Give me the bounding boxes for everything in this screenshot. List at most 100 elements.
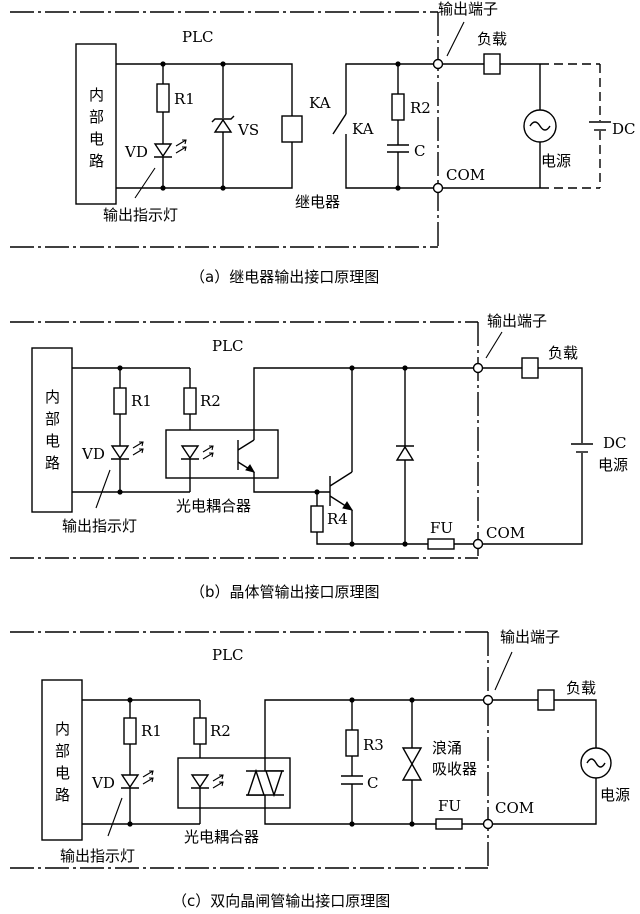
vd-label: VD	[81, 445, 105, 463]
r1-label: R1	[141, 722, 162, 740]
internal-char: 内	[45, 388, 60, 406]
coupler-label: 光电耦合器	[184, 828, 259, 846]
c-label: C	[367, 774, 378, 792]
c-label: C	[414, 142, 425, 160]
indicator-label: 输出指示灯	[60, 847, 135, 865]
com-terminal	[432, 182, 444, 194]
r3-label: R3	[363, 736, 384, 754]
diagram-a-relay-output: PLC 内 部 电 路 R1 VD 输出指示灯 VS KA 继电器	[10, 0, 636, 286]
r2-label: R2	[200, 392, 221, 410]
r2-label: R2	[410, 99, 431, 117]
fu-label: FU	[438, 797, 461, 815]
load	[521, 357, 539, 379]
out-terminal-label: 输出端子	[500, 628, 560, 646]
internal-char: 内	[55, 720, 70, 738]
light-rays-icon	[202, 445, 214, 460]
resistor-r4	[310, 505, 324, 533]
output-terminal	[482, 694, 494, 706]
com-label: COM	[446, 166, 485, 184]
zener-vs	[213, 118, 233, 133]
internal-circuit-box	[41, 679, 83, 841]
vd-label: VD	[91, 774, 115, 792]
diagram-c-triac-output: PLC 内 部 电 路 R1 VD 输出指示灯 R2	[10, 628, 630, 910]
com-terminal	[472, 538, 484, 550]
ka-contact	[332, 113, 347, 135]
com-terminal	[482, 818, 494, 830]
bottom-rail	[116, 142, 293, 189]
internal-char: 路	[89, 152, 104, 170]
freewheel-diode	[395, 445, 415, 461]
internal-char: 路	[55, 786, 70, 804]
plc-label: PLC	[182, 28, 214, 46]
light-rays-icon	[212, 774, 224, 789]
opto-led	[190, 774, 210, 789]
load-label: 负载	[566, 679, 596, 697]
internal-circuit-box	[75, 43, 117, 205]
internal-char: 路	[45, 454, 60, 472]
resistor-r1	[156, 83, 170, 113]
internal-char: 电	[45, 432, 60, 450]
light-rays-icon	[142, 770, 154, 785]
optocoupler-box	[165, 429, 279, 479]
out-terminal-label: 输出端子	[487, 312, 547, 330]
ka-coil-label: KA	[309, 94, 331, 112]
plc-label: PLC	[212, 337, 244, 355]
out-terminal-label: 输出端子	[438, 0, 498, 18]
output-terminal	[472, 362, 484, 374]
contact-bottom-wire	[345, 134, 438, 189]
r1-label: R1	[131, 392, 152, 410]
power-label: 电源	[541, 152, 571, 170]
fuse-fu	[427, 538, 455, 550]
load-label: 负载	[477, 30, 507, 48]
vd-label: VD	[124, 143, 148, 161]
resistor-r2	[391, 93, 405, 121]
resistor-r2	[193, 717, 207, 745]
light-rays-icon	[175, 139, 187, 154]
contact-top-wire	[345, 63, 438, 114]
resistor-r1	[113, 387, 127, 415]
internal-char: 电	[55, 764, 70, 782]
led-vd	[153, 143, 173, 158]
led-vd	[110, 445, 130, 460]
ka-contact-label: KA	[352, 120, 374, 138]
coupler-label: 光电耦合器	[176, 497, 251, 515]
indicator-label: 输出指示灯	[103, 206, 178, 224]
r4-label: R4	[327, 510, 348, 528]
caption-b: （b）晶体管输出接口原理图	[190, 583, 380, 601]
internal-char: 电	[89, 130, 104, 148]
load	[483, 53, 501, 75]
top-rail	[116, 63, 293, 116]
surge-label-1: 浪涌	[432, 739, 462, 757]
internal-char: 部	[45, 410, 60, 428]
caption-a: （a）继电器输出接口原理图	[190, 268, 379, 286]
power-label: 电源	[598, 456, 628, 474]
r1-label: R1	[174, 90, 195, 108]
indicator-label: 输出指示灯	[62, 517, 137, 535]
internal-char: 部	[55, 742, 70, 760]
surge-absorber	[401, 747, 423, 766]
com-label: COM	[495, 799, 534, 817]
dc-label: DC	[612, 120, 636, 138]
power-label: 电源	[600, 786, 630, 804]
diagram-b-transistor-output: PLC 内 部 电 路 R1 VD 输出指示灯 R2	[10, 312, 628, 601]
fuse-fu	[435, 818, 463, 830]
output-terminal	[432, 58, 444, 70]
dc-label: DC	[603, 434, 627, 452]
vs-label: VS	[237, 121, 259, 139]
caption-c: （c）双向晶闸管输出接口原理图	[172, 892, 390, 910]
load	[537, 689, 555, 711]
resistor-r1	[123, 717, 137, 745]
opto-led	[180, 445, 200, 460]
plc-label: PLC	[212, 646, 244, 664]
load-label: 负载	[548, 344, 578, 362]
fu-label: FU	[430, 519, 453, 537]
led-vd	[120, 774, 140, 789]
surge-label-2: 吸收器	[432, 760, 477, 778]
light-rays-icon	[132, 441, 144, 456]
indicator-leader	[134, 167, 156, 199]
resistor-r3	[345, 729, 359, 757]
relay-coil-ka	[281, 115, 303, 143]
internal-char: 部	[89, 108, 104, 126]
internal-circuit-box	[31, 347, 73, 513]
